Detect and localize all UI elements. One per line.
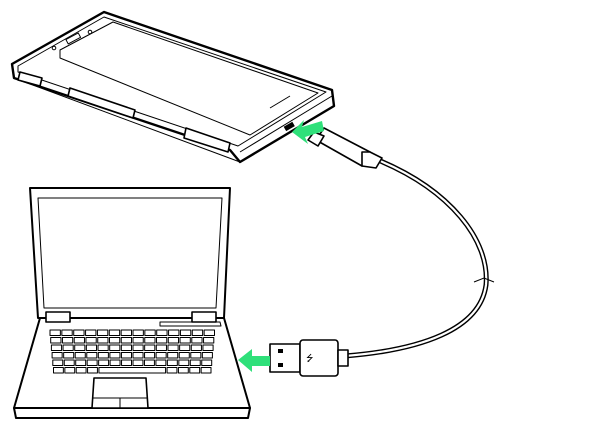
arrow-left-icon bbox=[238, 349, 270, 372]
key bbox=[132, 329, 144, 336]
key bbox=[143, 359, 155, 366]
key bbox=[61, 329, 73, 336]
key bbox=[132, 352, 144, 359]
key bbox=[168, 329, 180, 336]
key bbox=[155, 359, 167, 366]
key bbox=[63, 352, 75, 359]
key bbox=[144, 344, 156, 351]
key bbox=[132, 344, 144, 351]
key bbox=[97, 337, 109, 344]
usb-cable-icon bbox=[344, 157, 495, 359]
key bbox=[50, 344, 63, 351]
key bbox=[87, 367, 98, 374]
key bbox=[53, 367, 64, 374]
usb-c-plug-icon bbox=[307, 127, 383, 169]
key bbox=[109, 352, 121, 359]
key bbox=[203, 337, 215, 344]
key bbox=[63, 359, 75, 366]
key bbox=[144, 352, 156, 359]
key bbox=[179, 337, 191, 344]
key bbox=[120, 329, 133, 336]
key bbox=[201, 359, 213, 366]
arrow-left-icon bbox=[292, 120, 324, 144]
key bbox=[86, 359, 98, 366]
laptop-icon bbox=[13, 187, 251, 419]
key bbox=[156, 337, 168, 344]
key bbox=[177, 367, 189, 374]
key bbox=[50, 337, 62, 344]
key bbox=[121, 359, 132, 366]
keyboard bbox=[49, 329, 215, 374]
key bbox=[75, 367, 87, 374]
key bbox=[75, 359, 87, 366]
key bbox=[202, 344, 214, 351]
key bbox=[74, 352, 86, 359]
key bbox=[74, 344, 86, 351]
key bbox=[96, 329, 109, 336]
key bbox=[120, 337, 133, 344]
key bbox=[190, 352, 202, 359]
key bbox=[120, 352, 132, 359]
key bbox=[73, 329, 85, 336]
key bbox=[52, 359, 64, 366]
key bbox=[108, 337, 121, 344]
key bbox=[166, 359, 178, 366]
key bbox=[97, 352, 109, 359]
key bbox=[189, 367, 201, 374]
key bbox=[156, 329, 168, 336]
key bbox=[189, 359, 201, 366]
key bbox=[155, 344, 167, 351]
key bbox=[85, 337, 97, 344]
usb-a-plug-icon: ⭍ bbox=[269, 339, 349, 377]
key bbox=[201, 352, 213, 359]
key bbox=[120, 344, 132, 351]
key bbox=[86, 352, 98, 359]
key bbox=[167, 344, 179, 351]
key bbox=[167, 337, 180, 344]
key bbox=[109, 359, 121, 366]
key bbox=[49, 329, 61, 336]
key bbox=[178, 352, 190, 359]
key bbox=[64, 367, 76, 374]
key bbox=[97, 344, 109, 351]
key bbox=[191, 337, 203, 344]
key bbox=[166, 367, 178, 374]
key bbox=[144, 329, 156, 336]
key bbox=[132, 337, 144, 344]
key bbox=[61, 337, 74, 344]
key bbox=[98, 359, 110, 366]
key bbox=[132, 359, 144, 366]
key bbox=[98, 367, 167, 374]
key bbox=[73, 337, 85, 344]
key bbox=[155, 352, 167, 359]
key bbox=[85, 329, 97, 336]
key bbox=[144, 337, 156, 344]
key bbox=[85, 344, 98, 351]
key bbox=[109, 344, 121, 351]
key bbox=[179, 344, 191, 351]
key bbox=[62, 344, 74, 351]
key bbox=[203, 329, 215, 336]
svg-text:⭍: ⭍ bbox=[306, 353, 314, 363]
key bbox=[191, 329, 204, 336]
key bbox=[108, 329, 121, 336]
key bbox=[51, 352, 63, 359]
key bbox=[200, 367, 212, 374]
key bbox=[190, 344, 202, 351]
smartphone-icon bbox=[10, 10, 336, 164]
key bbox=[178, 359, 190, 366]
key bbox=[167, 352, 179, 359]
key bbox=[179, 329, 192, 336]
